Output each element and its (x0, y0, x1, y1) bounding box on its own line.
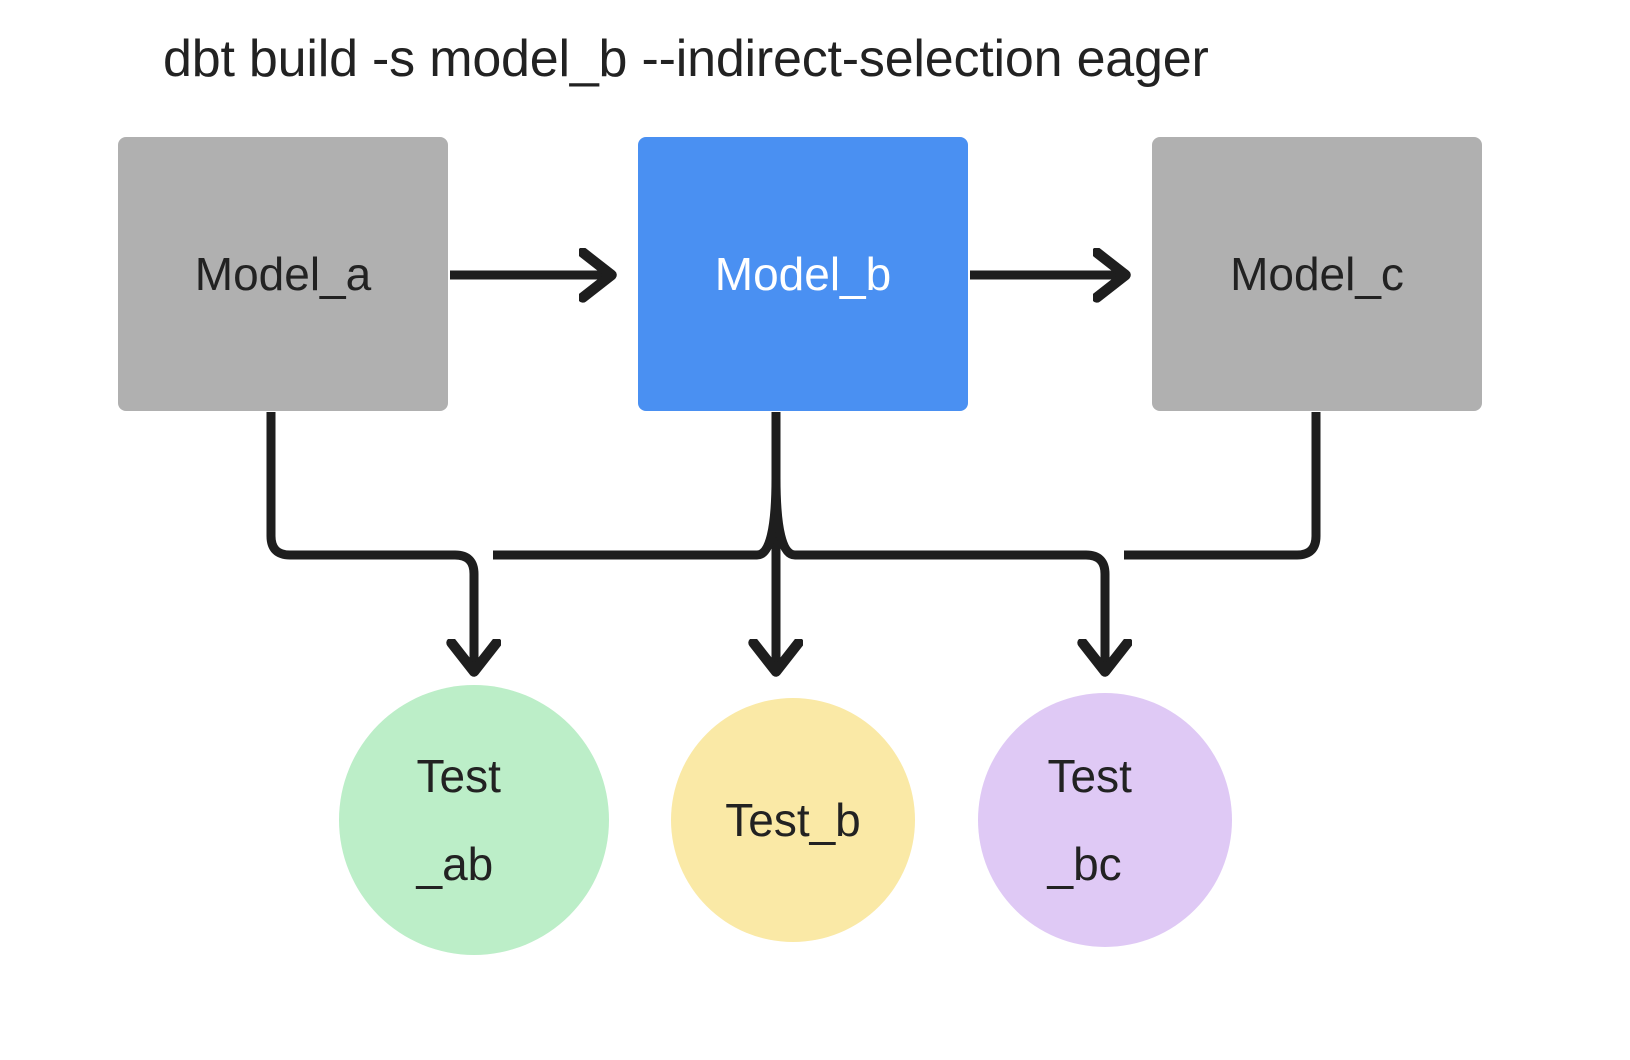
node-test-bc[interactable]: Test _bc (978, 693, 1232, 947)
node-test-ab-label-line-2: _ab (416, 838, 494, 890)
node-test-b[interactable]: Test_b (671, 698, 915, 942)
node-test-bc-label-line-1: Test (1047, 750, 1132, 802)
node-model-c-label: Model_c (1230, 248, 1404, 300)
node-model-a-label: Model_a (194, 248, 372, 300)
diagram-title: dbt build -s model_b --indirect-selectio… (163, 30, 1209, 88)
edge-model-c-to-test-bc (1124, 412, 1321, 560)
edge-model-a-to-test-ab (266, 412, 474, 668)
node-model-b-label: Model_b (714, 248, 892, 300)
node-test-bc-label-line-2: _bc (1047, 838, 1122, 890)
node-test-ab-label-line-1: Test (416, 750, 501, 802)
node-model-a[interactable]: Model_a (118, 137, 448, 411)
node-test-b-label: Test_b (725, 794, 861, 846)
edge-model-b-to-test-ab (493, 477, 781, 560)
node-model-b[interactable]: Model_b (638, 137, 968, 411)
node-test-ab[interactable]: Test _ab (339, 685, 609, 955)
node-model-c[interactable]: Model_c (1152, 137, 1482, 411)
edge-model-b-to-test-bc (771, 477, 1105, 668)
